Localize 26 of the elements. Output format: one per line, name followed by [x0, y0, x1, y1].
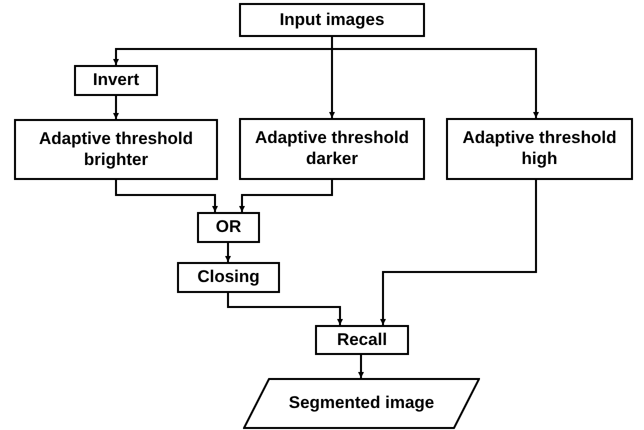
arrow — [225, 243, 231, 262]
node-label: Segmented image — [288, 393, 434, 414]
process-box — [197, 212, 260, 243]
node-label: Closing — [197, 267, 260, 288]
node-label: Adaptive threshold brighter — [38, 128, 194, 170]
node-label: Recall — [336, 330, 388, 350]
process-box — [14, 119, 218, 180]
process-box — [446, 118, 633, 180]
output-parallelogram — [243, 378, 480, 429]
arrow — [227, 293, 343, 325]
node-label: OR — [216, 217, 242, 238]
node-label: Input images — [280, 10, 384, 30]
arrow — [113, 96, 119, 119]
node-label: Adaptive threshold high — [462, 128, 618, 170]
process-box — [74, 65, 158, 96]
process-box — [239, 3, 425, 37]
node-label: Invert — [92, 70, 140, 91]
node-label: Adaptive threshold darker — [254, 128, 410, 170]
process-box — [239, 118, 425, 180]
arrow — [239, 180, 333, 212]
arrow — [380, 180, 537, 325]
process-box — [177, 262, 280, 293]
arrow — [358, 355, 364, 378]
arrow — [331, 37, 539, 118]
process-box — [315, 325, 409, 355]
arrow — [115, 180, 218, 212]
